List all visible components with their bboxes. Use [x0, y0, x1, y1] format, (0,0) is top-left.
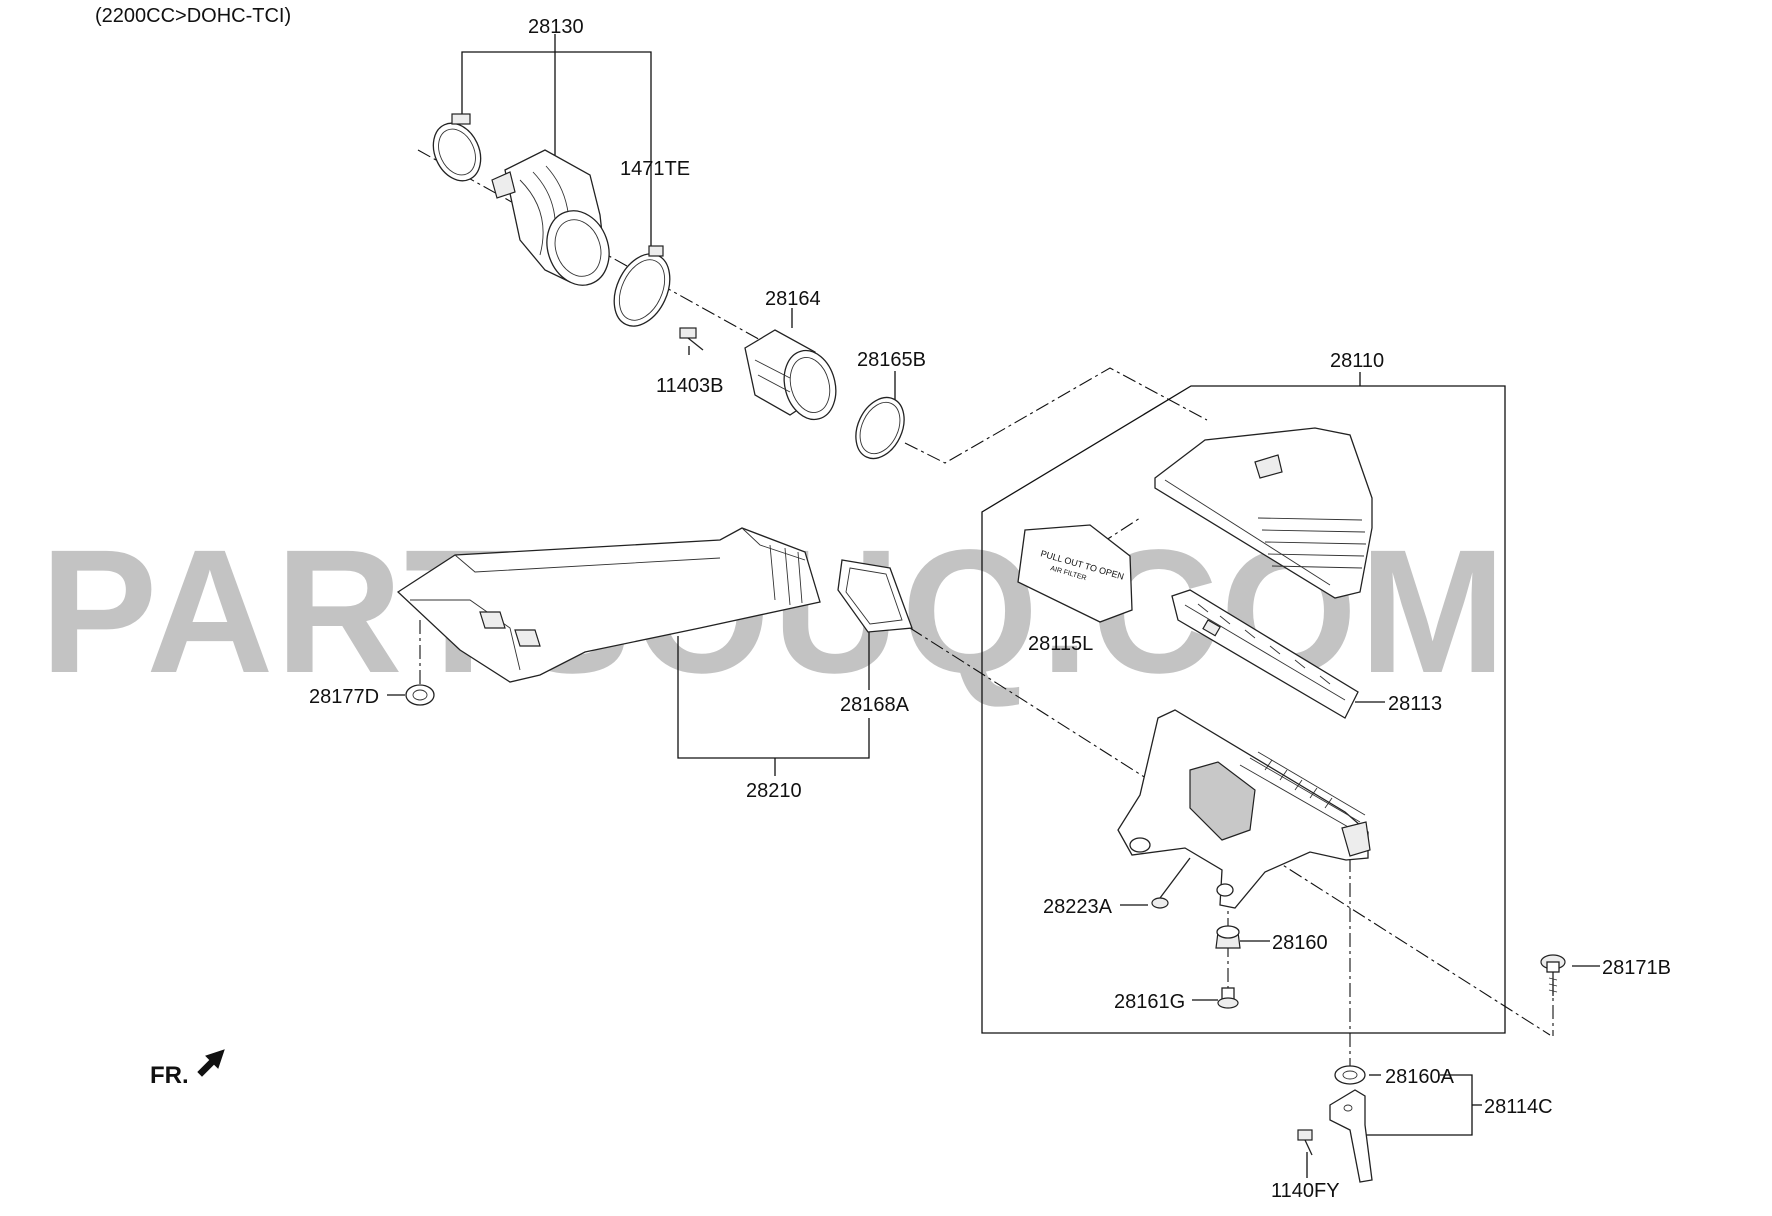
label-11403B: 11403B: [656, 375, 723, 397]
hose-clamp-1471TE[interactable]: [603, 245, 680, 335]
gasket-28168A[interactable]: [837, 559, 913, 633]
grommet-28177D[interactable]: [405, 684, 435, 706]
cover-plate-28115L[interactable]: PULL OUT TO OPEN AIR FILTER: [1017, 524, 1133, 623]
air-duct-28210[interactable]: [396, 527, 821, 683]
bolt-11403B[interactable]: [679, 327, 704, 351]
insulator-28160[interactable]: [1215, 925, 1241, 949]
bolt-28171B[interactable]: [1540, 954, 1566, 996]
intake-hose-28130[interactable]: [491, 149, 619, 294]
collar-28161G[interactable]: [1217, 987, 1239, 1009]
air-filter-28113[interactable]: [1171, 589, 1359, 719]
label-28130: 28130: [528, 16, 584, 38]
front-label: FR.: [150, 1062, 189, 1089]
label-28165B: 28165B: [857, 349, 926, 371]
bracket-28114C[interactable]: [1329, 1089, 1373, 1183]
pin-28223A[interactable]: [1151, 857, 1191, 909]
label-28160: 28160: [1272, 932, 1328, 954]
label-28110: 28110: [1330, 350, 1384, 372]
engine-note: (2200CC>DOHC-TCI): [95, 5, 291, 27]
label-28210: 28210: [746, 780, 802, 802]
label-28171B: 28171B: [1602, 957, 1671, 979]
air-cleaner-body-28110[interactable]: [1117, 709, 1371, 909]
label-28164: 28164: [765, 288, 821, 310]
leader-lines: [387, 34, 1600, 1178]
bolt-1140FY[interactable]: [1297, 1129, 1313, 1156]
front-direction-indicator: FR.: [150, 1049, 225, 1089]
insulator-28160A[interactable]: [1334, 1065, 1366, 1085]
label-1471TE: 1471TE: [620, 158, 690, 180]
label-28168A: 28168A: [840, 694, 910, 716]
label-28115L: 28115L: [1028, 633, 1093, 655]
label-1140FY: 1140FY: [1271, 1180, 1340, 1202]
label-28160A: 28160A: [1385, 1066, 1455, 1088]
front-arrow-icon: [197, 1049, 225, 1077]
label-28113: 28113: [1388, 693, 1442, 715]
label-28161G: 28161G: [1114, 991, 1185, 1013]
label-28177D: 28177D: [309, 686, 379, 708]
label-28114C: 28114C: [1484, 1096, 1553, 1118]
air-cleaner-cover-28110[interactable]: [1154, 427, 1373, 599]
label-28223A: 28223A: [1043, 896, 1113, 918]
hose-clamp-28130[interactable]: [424, 113, 489, 188]
air-flow-sensor-28164[interactable]: [744, 329, 843, 425]
part-labels: 28130 1471TE 28164 11403B 28165B 28110 2…: [309, 16, 1671, 1202]
o-ring-28165B[interactable]: [847, 390, 914, 467]
